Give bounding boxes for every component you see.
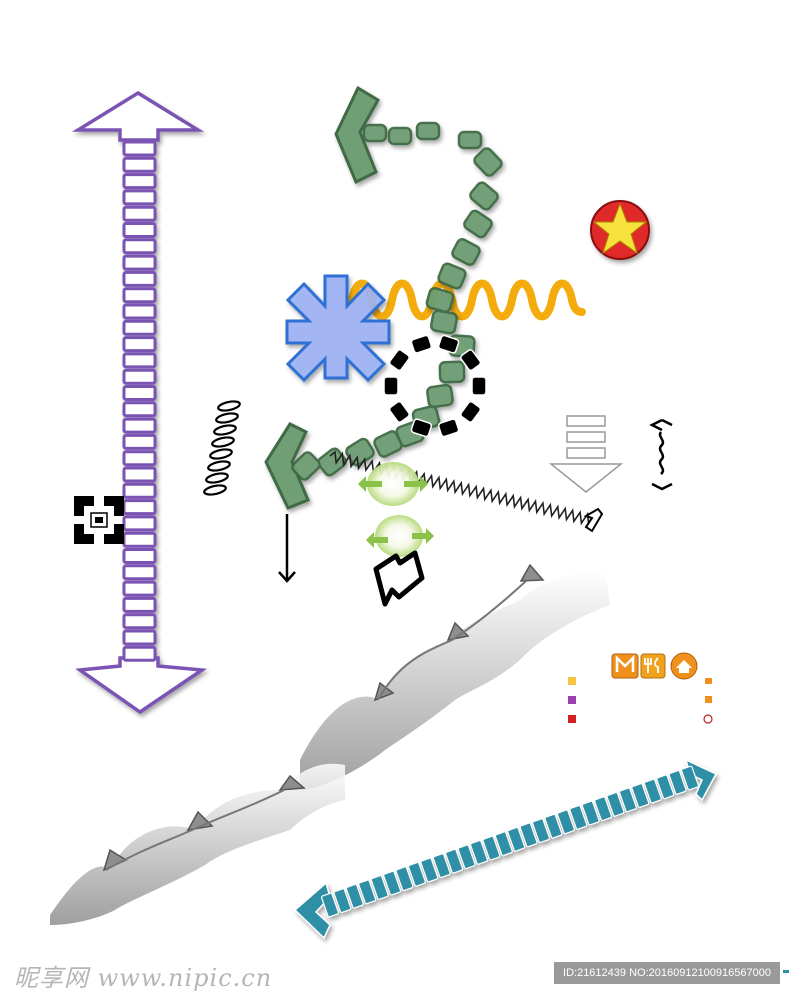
down-arrow-icon [278, 514, 296, 583]
serpent-segment [429, 309, 459, 335]
home-icon [670, 652, 698, 680]
parking-icon [703, 714, 713, 724]
metro-icon [611, 653, 639, 679]
dashed-ring-icon [383, 334, 487, 438]
down-block-arrow-icon [548, 415, 624, 493]
serpent-segment [291, 451, 321, 481]
chain-segment [122, 629, 157, 646]
chain-segment [122, 450, 157, 467]
red-star-badge-icon [590, 200, 650, 260]
serpent-segment [373, 430, 403, 458]
chain-segment [122, 499, 157, 516]
chain-segment [122, 531, 157, 548]
restaurant-icon [640, 653, 666, 679]
brand-watermark: 昵享网 www.nipic.cn [14, 964, 273, 992]
chain-segment [122, 580, 157, 597]
id-watermark: ID:21612439 NO:20160912100916567000 [554, 962, 780, 984]
serpent-segment [473, 147, 503, 177]
chain-segment [122, 548, 157, 564]
serpent-segment [415, 121, 441, 141]
chain-segment [122, 205, 157, 222]
chain-segment [122, 352, 157, 369]
serpent-segment [438, 360, 466, 384]
serpent-segment [469, 181, 499, 211]
chain-segment [122, 303, 157, 320]
chain-segment [122, 189, 157, 206]
chain-segment [122, 140, 157, 157]
chain-segment [122, 336, 157, 353]
gray-wave-arrows-icon-lower [50, 763, 345, 925]
chain-segment [122, 596, 157, 613]
chain-segment [122, 287, 157, 304]
serpent-segment [463, 209, 493, 239]
chain-segment [122, 319, 157, 336]
serpent-segment [426, 383, 454, 409]
chain-segment [122, 564, 157, 581]
serpent-segment [437, 262, 467, 290]
chain-segment [122, 482, 157, 499]
serpent-segment [425, 287, 455, 313]
pointer-arrow-icon [373, 550, 425, 607]
chain-segment [122, 515, 157, 532]
chain-segment [122, 433, 157, 450]
chain-segment [122, 385, 157, 401]
chain-segment [122, 613, 157, 630]
asterisk-icon [285, 274, 391, 383]
teal-mark-icon [783, 970, 789, 973]
chain-segment [122, 401, 157, 418]
serpent-segment [387, 126, 413, 146]
chain-segment [122, 173, 157, 190]
serpent-segment [362, 123, 388, 143]
gray-wave-arrows-icon [300, 563, 610, 790]
chain-segment [122, 417, 157, 434]
double-arrow-vertical-icon [71, 90, 208, 715]
chain-segment [122, 466, 157, 483]
chain-segment [122, 254, 157, 271]
chain-segment [122, 368, 157, 385]
focus-frame-icon [74, 496, 124, 544]
move-arrows-icon [358, 462, 434, 557]
curly-bracket-icon [649, 418, 673, 491]
wave-icon [348, 279, 586, 321]
poi-small-icons [568, 677, 713, 724]
chain-segment [122, 645, 157, 662]
coil-ovals-icon [203, 400, 241, 496]
chain-segment [122, 238, 157, 255]
chain-segment [122, 156, 157, 173]
spring-arrow-icon [329, 450, 604, 533]
teal-double-arrow-icon [293, 758, 718, 940]
chain-segment [122, 222, 157, 238]
serpent-segment [457, 130, 483, 150]
chain-segment [122, 270, 157, 287]
serpent-segment [451, 238, 481, 266]
